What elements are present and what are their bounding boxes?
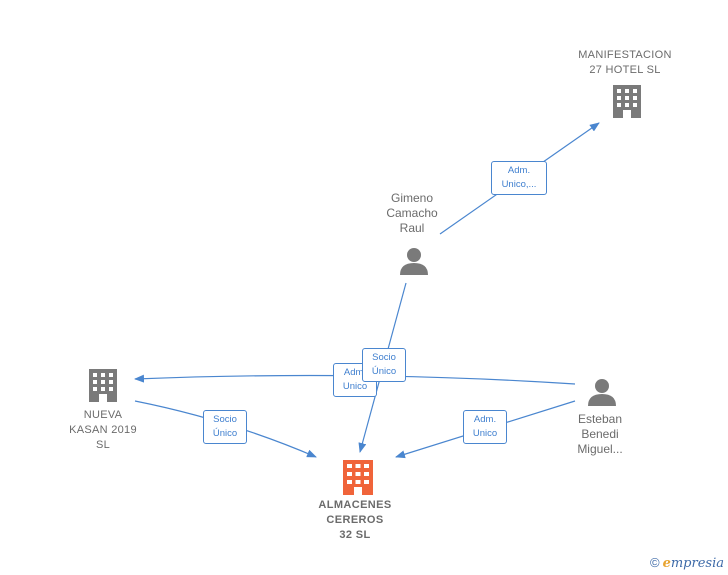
person-icon[interactable] <box>400 248 428 275</box>
node-label-line: Benedi <box>581 427 619 441</box>
edge-label-esteban-almacenes[interactable]: Adm. Unico <box>463 410 507 444</box>
copyright-icon: © <box>649 555 660 570</box>
building-icon[interactable] <box>343 460 373 495</box>
building-icon[interactable] <box>89 369 117 402</box>
node-label-gimeno[interactable]: Gimeno Camacho Raul <box>372 191 452 236</box>
node-label-line: Miguel... <box>577 442 623 456</box>
building-icon[interactable] <box>613 85 641 118</box>
node-label-manifestacion[interactable]: MANIFESTACION 27 HOTEL SL <box>565 48 685 78</box>
node-label-esteban[interactable]: Esteban Benedi Miguel... <box>560 412 640 457</box>
edge-label-line: Unico <box>342 381 368 392</box>
node-label-line: 32 SL <box>339 529 371 541</box>
node-label-line: NUEVA <box>83 409 123 421</box>
edge-label-line: Unico,... <box>501 179 537 190</box>
node-label-line: MANIFESTACION <box>578 49 672 61</box>
brand-logo: ©empresia <box>650 555 724 571</box>
node-label-almacenes[interactable]: ALMACENES CEREROS 32 SL <box>305 498 405 543</box>
edge-label-line: Adm. <box>507 165 531 176</box>
edge-label-line: Adm. <box>473 414 497 425</box>
node-label-line: ALMACENES <box>318 499 392 511</box>
node-label-line: 27 HOTEL SL <box>589 64 661 76</box>
edge-label-line: Unico <box>472 428 498 439</box>
edge-label-line: Único <box>371 366 397 377</box>
node-label-line: CEREROS <box>326 514 384 526</box>
edge-label-gimeno-almacenes[interactable]: Socio Único <box>362 348 406 382</box>
edge-label-line: Único <box>212 428 238 439</box>
node-label-line: KASAN 2019 <box>69 424 137 436</box>
brand-logo-text: mpresia <box>670 556 724 571</box>
node-label-line: Raul <box>399 221 425 235</box>
node-label-line: Camacho <box>386 206 438 220</box>
person-icon[interactable] <box>588 379 616 406</box>
edge-label-line: Socio <box>213 414 237 425</box>
brand-logo-e: e <box>662 556 671 571</box>
edge-label-line: Adm. <box>343 367 367 378</box>
node-label-line: Esteban <box>577 412 623 426</box>
edge-label-line: Socio <box>372 352 396 363</box>
node-label-line: Gimeno <box>390 191 434 205</box>
edge-label-nueva-kasan-almacenes[interactable]: Socio Único <box>203 410 247 444</box>
edge-label-gimeno-manifestacion[interactable]: Adm. Unico,... <box>491 161 547 195</box>
node-label-nueva-kasan[interactable]: NUEVA KASAN 2019 SL <box>58 408 148 453</box>
node-label-line: SL <box>95 439 111 451</box>
